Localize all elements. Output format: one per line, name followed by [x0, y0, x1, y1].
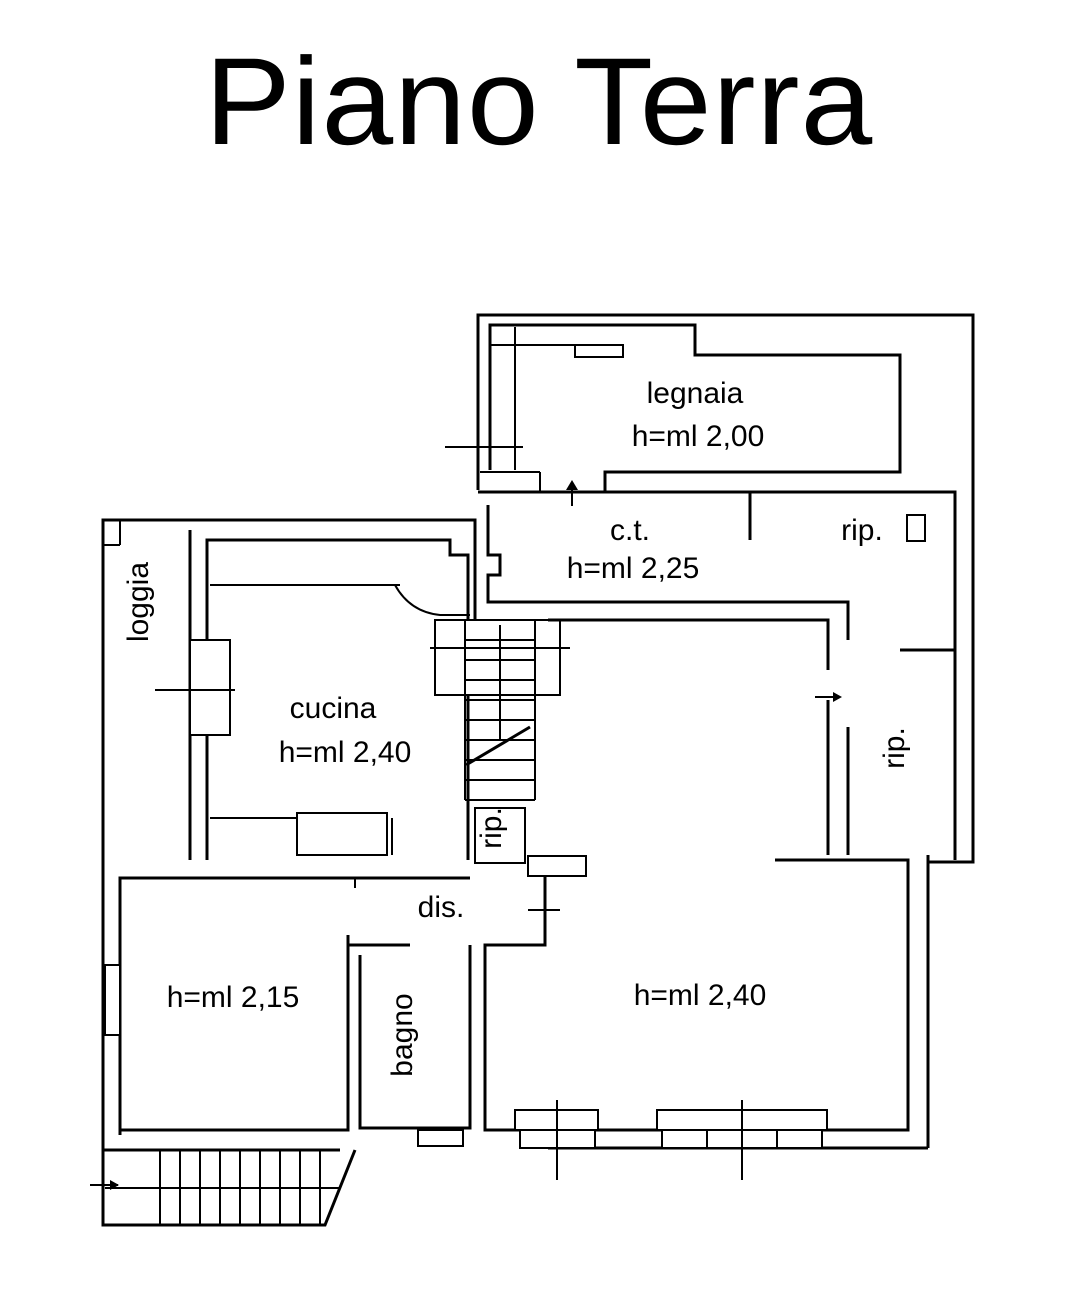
legnaia-label: legnaia [647, 377, 744, 410]
ct-block [478, 490, 957, 860]
external-stair [90, 1149, 357, 1227]
cucina-label: cucina [290, 692, 377, 725]
dis-label: dis. [418, 891, 465, 924]
legnaia-height: h=ml 2,00 [632, 420, 765, 453]
rip-top-label: rip. [841, 514, 883, 547]
loggia-label: loggia [122, 562, 155, 642]
rip-small-label: rip. [475, 807, 508, 849]
bagno-label: bagno [386, 993, 419, 1076]
legnaia-block [445, 313, 975, 864]
west-block [101, 518, 477, 860]
main-block [548, 618, 930, 1148]
rip-side-label: rip. [878, 727, 911, 769]
page-title: Piano Terra [204, 33, 874, 171]
ct-height: h=ml 2,25 [567, 552, 700, 585]
cucina-height: h=ml 2,40 [279, 736, 412, 769]
room-left-height: h=ml 2,15 [167, 981, 300, 1014]
south-windows [514, 1100, 828, 1180]
room-right-height: h=ml 2,40 [634, 979, 767, 1012]
ct-label: c.t. [610, 514, 650, 547]
stair-core [430, 619, 570, 864]
